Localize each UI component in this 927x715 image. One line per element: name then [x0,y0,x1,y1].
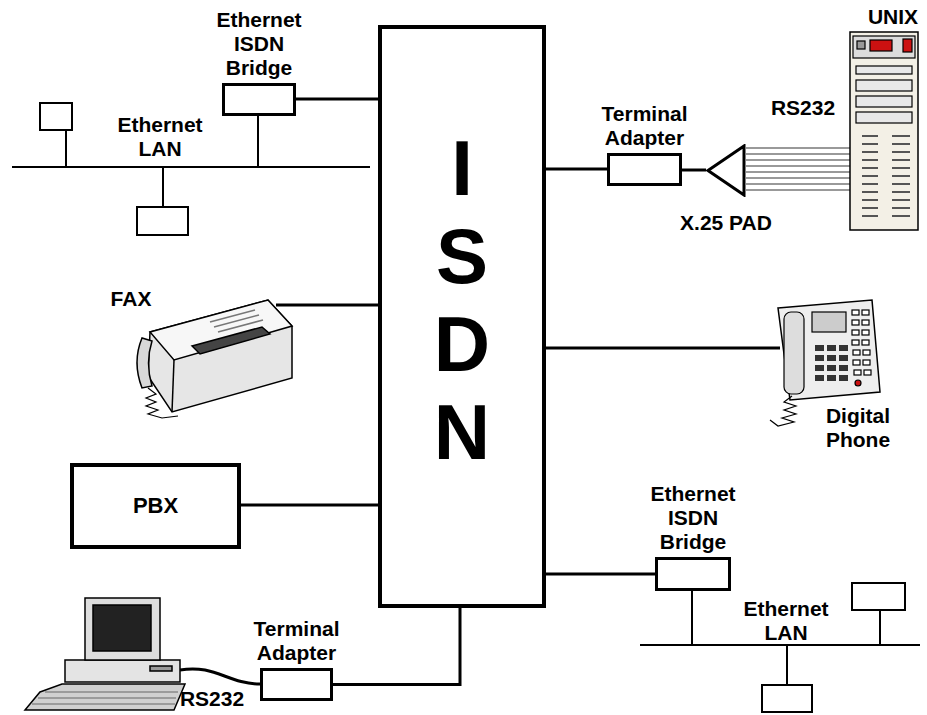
network-title: ISDN [434,124,490,476]
personal-computer-illustration [25,598,185,710]
triangle-shape [708,146,744,195]
connector-line [682,169,706,172]
connector-line [546,573,655,576]
signal-name: RS232 [771,96,835,120]
signal-name: RS232 [180,687,244,711]
terminal-adapter-box: Terminal Adapter [607,153,682,186]
ethernet-lan-bus [12,103,370,235]
pad-triangle: X.25 PAD [706,144,746,197]
connector-line [296,98,378,101]
rs232-cable [746,148,850,190]
unix-computer-illustration [850,32,918,230]
device-label: Ethernet ISDN Bridge [650,482,735,554]
device-label: FAX [111,287,152,311]
device-label: Digital Phone [826,404,890,452]
device-label: PBX [133,494,178,518]
fax-machine-illustration [137,300,292,418]
terminal-adapter-box: Terminal Adapter [260,668,333,701]
device-label: X.25 PAD [680,211,772,235]
device-label: Terminal Adapter [602,102,688,150]
connector-line [241,504,378,507]
bridge-box: Ethernet ISDN Bridge [222,83,296,116]
connector-line [333,608,460,685]
network-label: Ethernet LAN [743,597,828,645]
network-label: Ethernet LAN [117,113,202,161]
triangle-outline [706,144,746,197]
connector-line [546,168,607,171]
device-label: UNIX [868,5,918,29]
isdn-network-box: ISDN [378,25,546,608]
pbx-box: PBX [70,463,241,549]
device-label: Ethernet ISDN Bridge [216,8,301,80]
bridge-box: Ethernet ISDN Bridge [655,557,731,591]
device-label: Terminal Adapter [254,617,340,665]
ethernet-lan-bus [640,583,920,712]
